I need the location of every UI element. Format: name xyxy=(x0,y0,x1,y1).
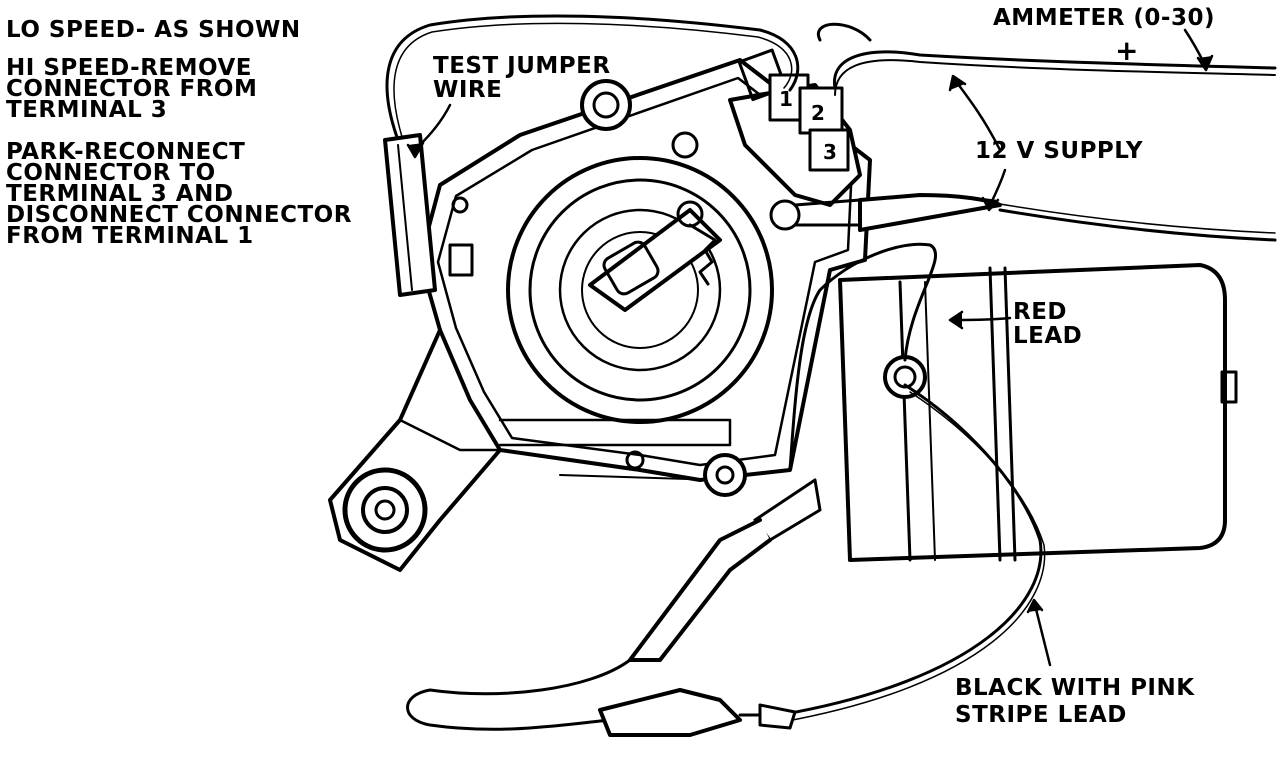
black-lead-label-line2: STRIPE LEAD xyxy=(955,702,1127,728)
housing-tab xyxy=(448,243,474,277)
ammeter-leads xyxy=(816,22,1277,96)
park-instruction-line4: DISCONNECT CONNECTOR xyxy=(6,202,352,228)
motor-can xyxy=(838,263,1238,562)
black-pink-lead xyxy=(778,383,1046,723)
terminal-3-label: 3 xyxy=(823,140,837,164)
black-lead-label-line1: BLACK WITH PINK xyxy=(955,675,1195,701)
supply-label: 12 V SUPPLY xyxy=(975,138,1144,164)
arrow-red-lead xyxy=(948,310,1012,330)
hi-speed-instruction-line1: HI SPEED-REMOVE xyxy=(6,55,252,81)
park-instruction-line3: TERMINAL 3 AND xyxy=(6,181,234,207)
park-instruction-line5: FROM TERMINAL 1 xyxy=(6,223,254,249)
lo-speed-instruction: LO SPEED- AS SHOWN xyxy=(6,17,301,43)
arrow-supply-up xyxy=(948,74,1002,152)
terminal-1-label: 1 xyxy=(779,87,793,111)
ammeter-label: AMMETER (0-30) xyxy=(993,5,1215,31)
test-jumper-label-line2: WIRE xyxy=(433,77,503,103)
arrow-ammeter xyxy=(1183,28,1214,72)
rivet xyxy=(625,450,645,470)
red-lead xyxy=(788,242,937,472)
drive-gear xyxy=(506,156,774,424)
arrow-test-jumper xyxy=(406,103,452,159)
red-lead-label-line1: RED xyxy=(1013,299,1068,325)
crank-arm xyxy=(588,200,722,312)
mount-boss-bottom xyxy=(342,467,428,553)
connector-harness xyxy=(406,478,822,737)
red-lead-label-line2: LEAD xyxy=(1013,323,1083,349)
ammeter-plus-sign: + xyxy=(1115,34,1139,67)
arrow-black-lead xyxy=(1026,598,1052,667)
rivet xyxy=(671,131,699,159)
test-jumper-label-line1: TEST JUMPER xyxy=(433,53,611,79)
hi-speed-instruction-line3: TERMINAL 3 xyxy=(6,97,168,123)
terminal-2-label: 2 xyxy=(811,101,825,125)
mount-boss-right xyxy=(703,453,747,497)
rivet xyxy=(451,196,469,214)
hi-speed-instruction-line2: CONNECTOR FROM xyxy=(6,76,258,102)
arrow-supply-down xyxy=(981,168,1007,212)
terminal-board xyxy=(728,48,862,231)
park-instruction-line2: CONNECTOR TO xyxy=(6,160,216,186)
test-jumper-wire xyxy=(383,14,800,297)
mount-boss-top xyxy=(580,79,632,131)
supply-lead xyxy=(858,193,1277,242)
park-instruction-line1: PARK-RECONNECT xyxy=(6,139,246,165)
